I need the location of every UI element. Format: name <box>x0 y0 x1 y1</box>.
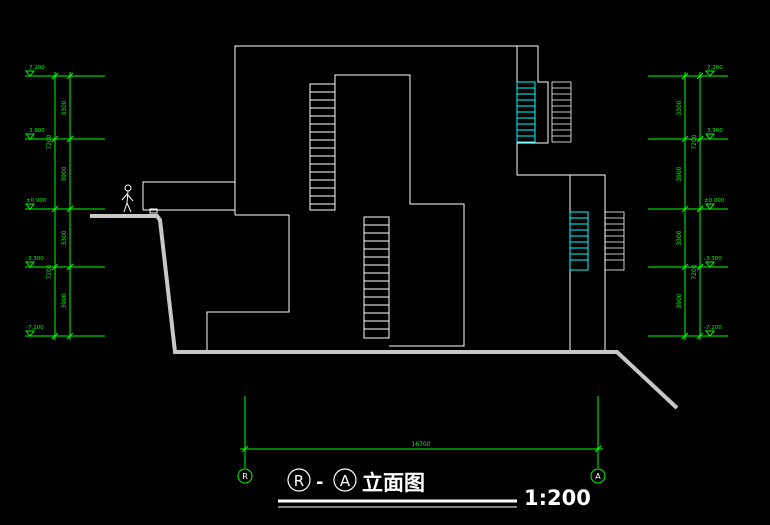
building-outline <box>142 45 606 350</box>
title-axis-start: R <box>294 472 304 490</box>
drawing-title: R - A 立面图 1:200 <box>278 468 591 510</box>
person-figure-icon <box>121 184 134 213</box>
dimension-text: 7200 <box>691 134 698 149</box>
ground-line <box>90 214 679 410</box>
railing-lower <box>604 211 625 271</box>
title-text: 立面图 <box>362 471 425 495</box>
horizontal-dimension <box>237 396 606 484</box>
level-label: 7.200 <box>29 65 45 71</box>
dimension-text: 3900 <box>61 166 68 181</box>
axis-bubble-start: R <box>242 472 248 481</box>
overall-length-dimension: 16700 <box>411 441 430 448</box>
glazing-lower <box>569 211 589 271</box>
level-label: ±0.000 <box>704 198 725 204</box>
dimension-text: 3900 <box>676 293 683 308</box>
left-level-labels: 7.200 3.900 ±0.000 -3.300 -7.200 3300 39… <box>26 65 68 331</box>
scale-label: 1:200 <box>524 486 591 510</box>
level-label: 3.900 <box>707 128 723 134</box>
level-label: -3.300 <box>704 256 722 262</box>
railing-upper <box>551 81 572 143</box>
louver-panel-center <box>363 216 390 339</box>
title-axis-end: A <box>340 472 351 490</box>
dimension-text: 7200 <box>691 264 698 279</box>
dimension-text: 7200 <box>46 264 53 279</box>
dimension-text: 3900 <box>61 293 68 308</box>
dimension-text: 3300 <box>676 230 683 245</box>
level-label: 7.200 <box>707 65 723 71</box>
dimension-text: 3300 <box>61 100 68 115</box>
axis-bubble-end: A <box>595 472 601 481</box>
title-separator: - <box>316 472 323 493</box>
louver-panel-left <box>309 83 336 211</box>
dimension-text: 7200 <box>46 134 53 149</box>
dimension-text: 3300 <box>61 230 68 245</box>
level-label: -3.300 <box>26 256 44 262</box>
right-level-dimensions <box>648 70 728 340</box>
level-label: -7.200 <box>26 325 44 331</box>
level-label: ±0.000 <box>26 198 47 204</box>
left-level-dimensions <box>24 70 105 340</box>
right-level-labels: 7.200 3.900 ±0.000 -3.300 -7.200 3300 39… <box>676 65 725 331</box>
bench-icon <box>149 208 158 214</box>
level-label: -7.200 <box>704 325 722 331</box>
level-label: 3.900 <box>29 128 45 134</box>
glazing-upper <box>516 81 536 143</box>
dimension-text: 3300 <box>676 100 683 115</box>
dimension-text: 3900 <box>676 166 683 181</box>
